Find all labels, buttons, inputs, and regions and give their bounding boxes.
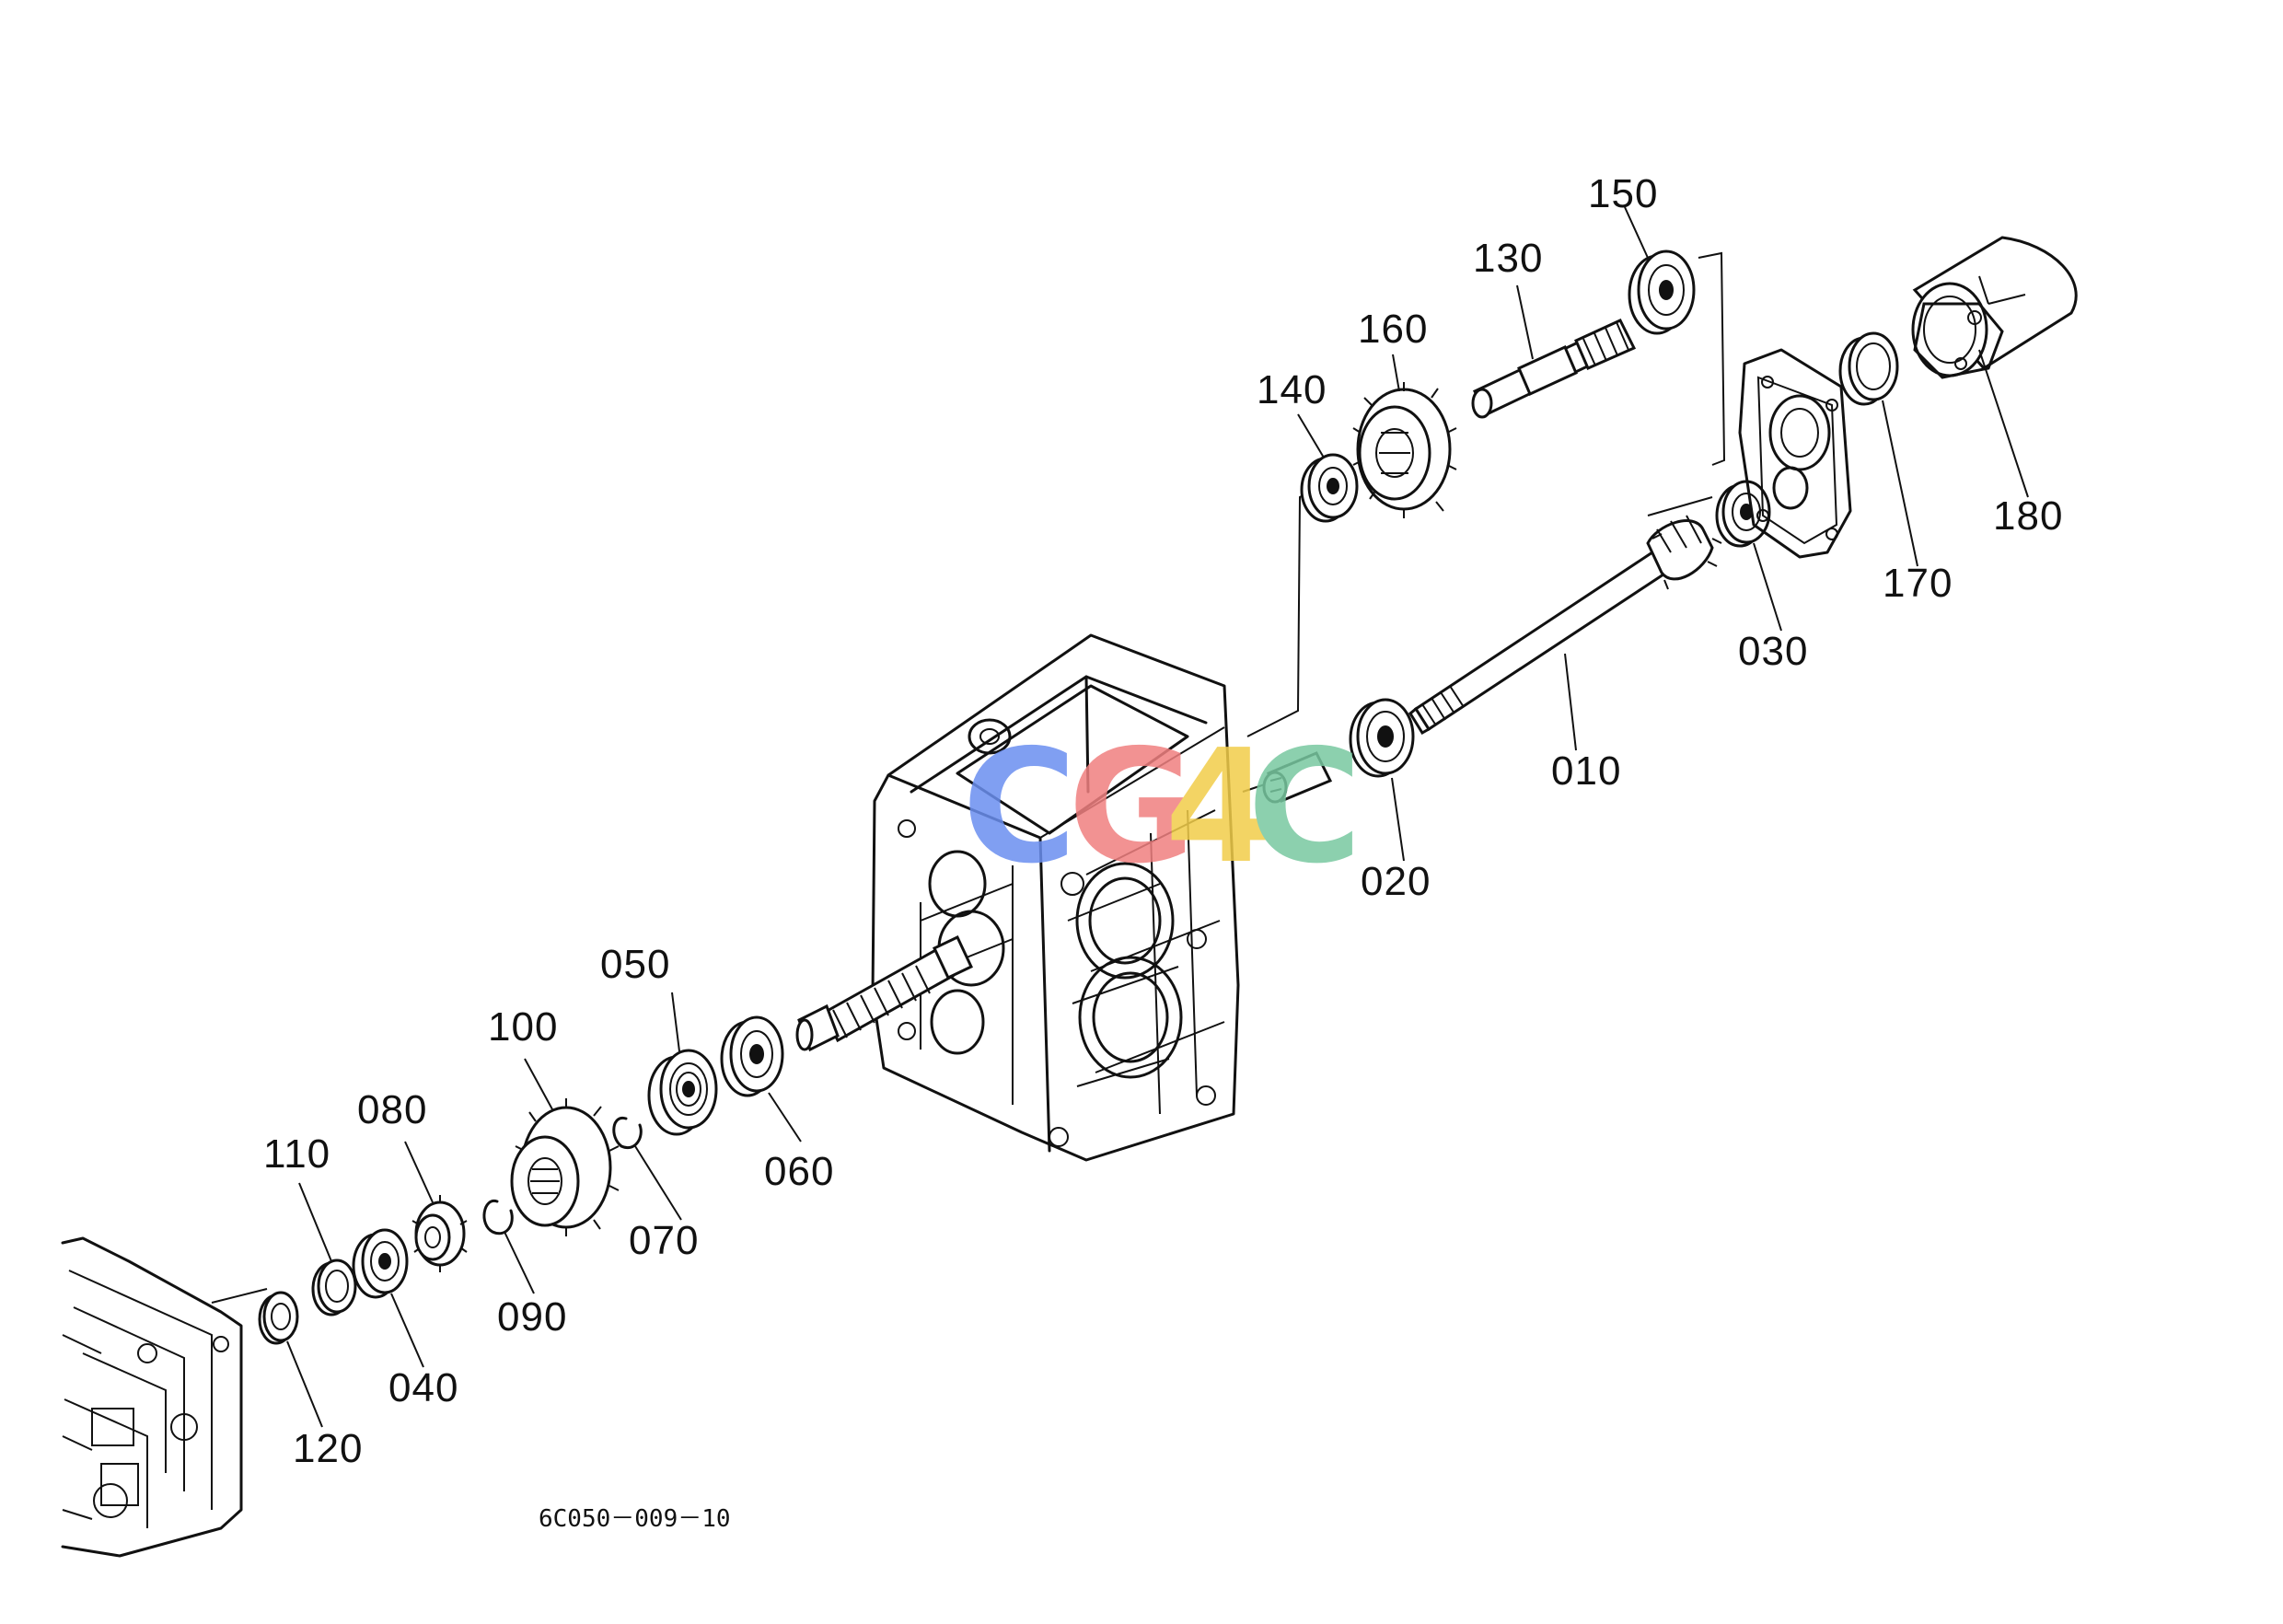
rear-case-fragment <box>61 1236 243 1558</box>
callout-170: 170 <box>1883 561 1953 606</box>
callout-130: 130 <box>1473 236 1543 281</box>
part-120-seal <box>258 1291 299 1345</box>
part-130-shaft <box>1471 319 1637 419</box>
watermark-letter-2: G <box>1068 716 1197 899</box>
callout-140: 140 <box>1257 367 1327 412</box>
part-010-shaft <box>1408 515 1722 736</box>
drawing-code: 6C050－009－10 <box>539 1505 731 1533</box>
front-shaft <box>795 934 973 1052</box>
callout-080: 080 <box>357 1087 427 1132</box>
part-170-seal <box>1838 331 1899 406</box>
callout-120: 120 <box>293 1426 363 1471</box>
part-050-bearing <box>647 1049 718 1136</box>
callout-040: 040 <box>388 1365 458 1410</box>
watermark-letter-1: C <box>962 716 1077 899</box>
pilot-bearing <box>1262 751 1333 804</box>
part-020-bearing <box>1349 698 1415 778</box>
part-140-bearing <box>1300 453 1359 523</box>
callout-150: 150 <box>1588 171 1658 216</box>
callout-110: 110 <box>263 1131 330 1177</box>
callout-090: 090 <box>497 1294 567 1340</box>
part-180-cover <box>1911 236 2078 379</box>
part-100-gear <box>510 1098 620 1236</box>
callout-020: 020 <box>1361 859 1431 904</box>
part-110-ring <box>311 1259 357 1317</box>
part-060-bearing <box>720 1015 784 1097</box>
callout-060: 060 <box>764 1149 834 1194</box>
part-080-gear <box>411 1195 468 1272</box>
callout-100: 100 <box>488 1004 558 1050</box>
callout-070: 070 <box>629 1218 699 1263</box>
callout-leaders <box>286 206 2029 1428</box>
part-090-circlip <box>482 1200 514 1235</box>
part-160-gear <box>1352 382 1457 518</box>
callout-180: 180 <box>1993 493 2063 539</box>
callout-labels: 010 020 030 040 050 060 070 080 090 100 … <box>263 171 2063 1471</box>
part-040-bearing <box>352 1228 409 1299</box>
watermark-letter-3: 4 <box>1165 716 1273 899</box>
front-cover <box>1738 348 1852 559</box>
watermark-letter-4: C <box>1247 716 1362 899</box>
callout-050: 050 <box>600 942 670 987</box>
transmission-housing <box>871 633 1240 1162</box>
callout-160: 160 <box>1358 307 1428 352</box>
part-070-circlip <box>612 1116 643 1150</box>
part-150-bearing <box>1628 249 1696 335</box>
watermark: C G 4 C <box>962 716 1362 899</box>
callout-010: 010 <box>1551 748 1621 794</box>
callout-030: 030 <box>1738 629 1808 674</box>
